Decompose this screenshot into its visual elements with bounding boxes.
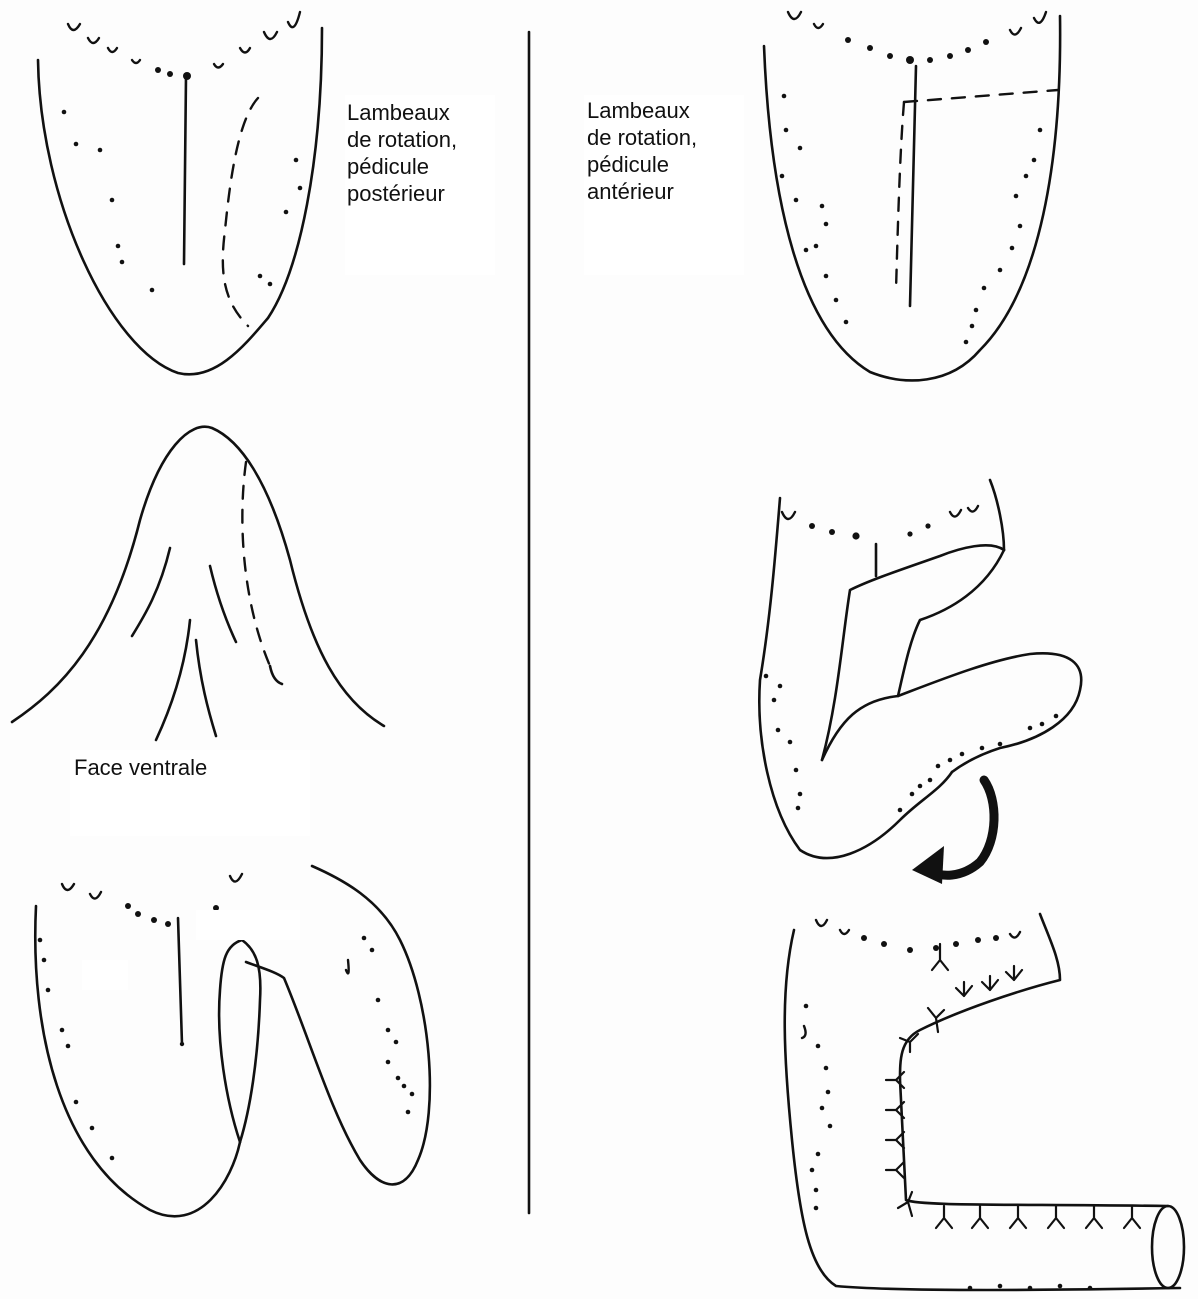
- label-anterior-line-3: pédicule: [587, 151, 697, 178]
- label-posterior-line-4: postérieur: [347, 180, 457, 207]
- tongue-anterior-flap-sutured: [785, 914, 1184, 1290]
- label-ventral-face: Face ventrale: [74, 754, 207, 781]
- tongue-anterior-flap-rotating: [759, 480, 1081, 884]
- tongue-dorsal-posterior-pedicle: [38, 12, 322, 374]
- label-anterior-line-1: Lambeaux: [587, 97, 697, 124]
- label-posterior-pedicle: Lambeaux de rotation, pédicule postérieu…: [347, 99, 457, 207]
- label-posterior-line-3: pédicule: [347, 153, 457, 180]
- label-anterior-line-4: antérieur: [587, 178, 697, 205]
- suture-line: [886, 944, 1140, 1228]
- label-anterior-pedicle: Lambeaux de rotation, pédicule antérieur: [587, 97, 697, 205]
- label-box-patch-small: [82, 960, 128, 990]
- arrow-head: [912, 846, 944, 884]
- tongue-lifted-ventral: [12, 427, 384, 740]
- label-posterior-line-2: de rotation,: [347, 126, 457, 153]
- label-box-patch-mid: [196, 910, 300, 940]
- label-posterior-line-1: Lambeaux: [347, 99, 457, 126]
- label-anterior-line-2: de rotation,: [587, 124, 697, 151]
- tongue-dorsal-anterior-pedicle: [764, 12, 1060, 380]
